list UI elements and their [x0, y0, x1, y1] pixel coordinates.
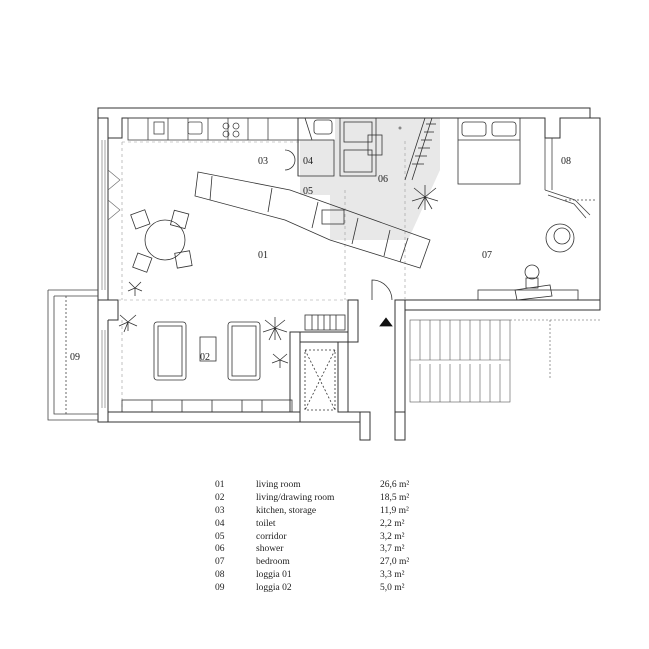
- legend-name: loggia 01: [256, 570, 292, 581]
- legend-name: kitchen, storage: [256, 505, 317, 516]
- legend-row: 05 corridor 3,2 m²: [215, 531, 445, 544]
- legend-row: 01 living room 26,6 m²: [215, 479, 445, 492]
- legend-row: 07 bedroom 27,0 m²: [215, 556, 445, 569]
- lounge-furniture: [121, 321, 293, 413]
- legend-area: 27,0 m²: [380, 557, 410, 568]
- room-label-09: 09: [70, 352, 80, 363]
- outer-walls: [97, 107, 601, 441]
- room-legend: 01 living room 26,6 m² 02 living/drawing…: [215, 479, 445, 595]
- entry-door: [371, 279, 393, 327]
- legend-name: loggia 02: [256, 583, 292, 594]
- legend-area: 3,2 m²: [380, 531, 405, 542]
- legend-name: living room: [256, 480, 301, 490]
- legend-area: 3,7 m²: [380, 544, 405, 555]
- plants: [118, 185, 439, 368]
- room-label-06: 06: [378, 174, 388, 185]
- room-label-05: 05: [303, 186, 313, 197]
- legend-area: 2,2 m²: [380, 518, 405, 529]
- legend-row: 08 loggia 01 3,3 m²: [215, 569, 445, 582]
- kitchen-counter: [127, 117, 299, 141]
- legend-name: living/drawing room: [256, 492, 335, 503]
- legend-num: 04: [215, 518, 225, 529]
- windows: [101, 140, 121, 408]
- legend-num: 07: [215, 557, 225, 568]
- legend-area: 26,6 m²: [380, 480, 410, 490]
- room-label-04: 04: [303, 156, 313, 167]
- room-label-08: 08: [561, 156, 571, 167]
- dining-table: [130, 209, 193, 273]
- legend-row: 04 toilet 2,2 m²: [215, 518, 445, 531]
- toilet-04: [284, 117, 335, 177]
- legend-num: 09: [215, 583, 225, 594]
- room-label-07: 07: [482, 250, 492, 261]
- shower-06: [339, 117, 436, 181]
- legend-area: 18,5 m²: [380, 492, 410, 503]
- legend-num: 01: [215, 480, 225, 490]
- room-label-03: 03: [258, 156, 268, 167]
- legend-area: 5,0 m²: [380, 583, 405, 594]
- legend-area: 11,9 m²: [380, 505, 409, 516]
- bedroom-furniture: [457, 117, 579, 301]
- room-label-01: 01: [258, 250, 268, 261]
- legend-name: shower: [256, 544, 284, 555]
- legend-row: 02 living/drawing room 18,5 m²: [215, 492, 445, 505]
- legend-name: bedroom: [256, 557, 290, 568]
- diagonal-island: [194, 171, 431, 269]
- loggia-09: [47, 289, 98, 421]
- legend-num: 08: [215, 570, 225, 581]
- legend-name: corridor: [256, 531, 287, 542]
- legend-row: 06 shower 3,7 m²: [215, 543, 445, 556]
- legend-name: toilet: [256, 518, 276, 529]
- legend-num: 02: [215, 492, 225, 503]
- legend-row: 03 kitchen, storage 11,9 m²: [215, 505, 445, 518]
- floor-plan: 01 02 03 04 05 06 07 08 09: [47, 107, 601, 441]
- legend-row: 09 loggia 02 5,0 m²: [215, 582, 445, 595]
- loggia-08: [544, 138, 595, 219]
- legend-area: 3,3 m²: [380, 570, 405, 581]
- corridor-storage: [304, 314, 346, 411]
- legend-num: 05: [215, 531, 225, 542]
- room-label-02: 02: [200, 352, 210, 363]
- legend-num: 03: [215, 505, 225, 516]
- staircase: [409, 319, 600, 403]
- legend-num: 06: [215, 544, 225, 555]
